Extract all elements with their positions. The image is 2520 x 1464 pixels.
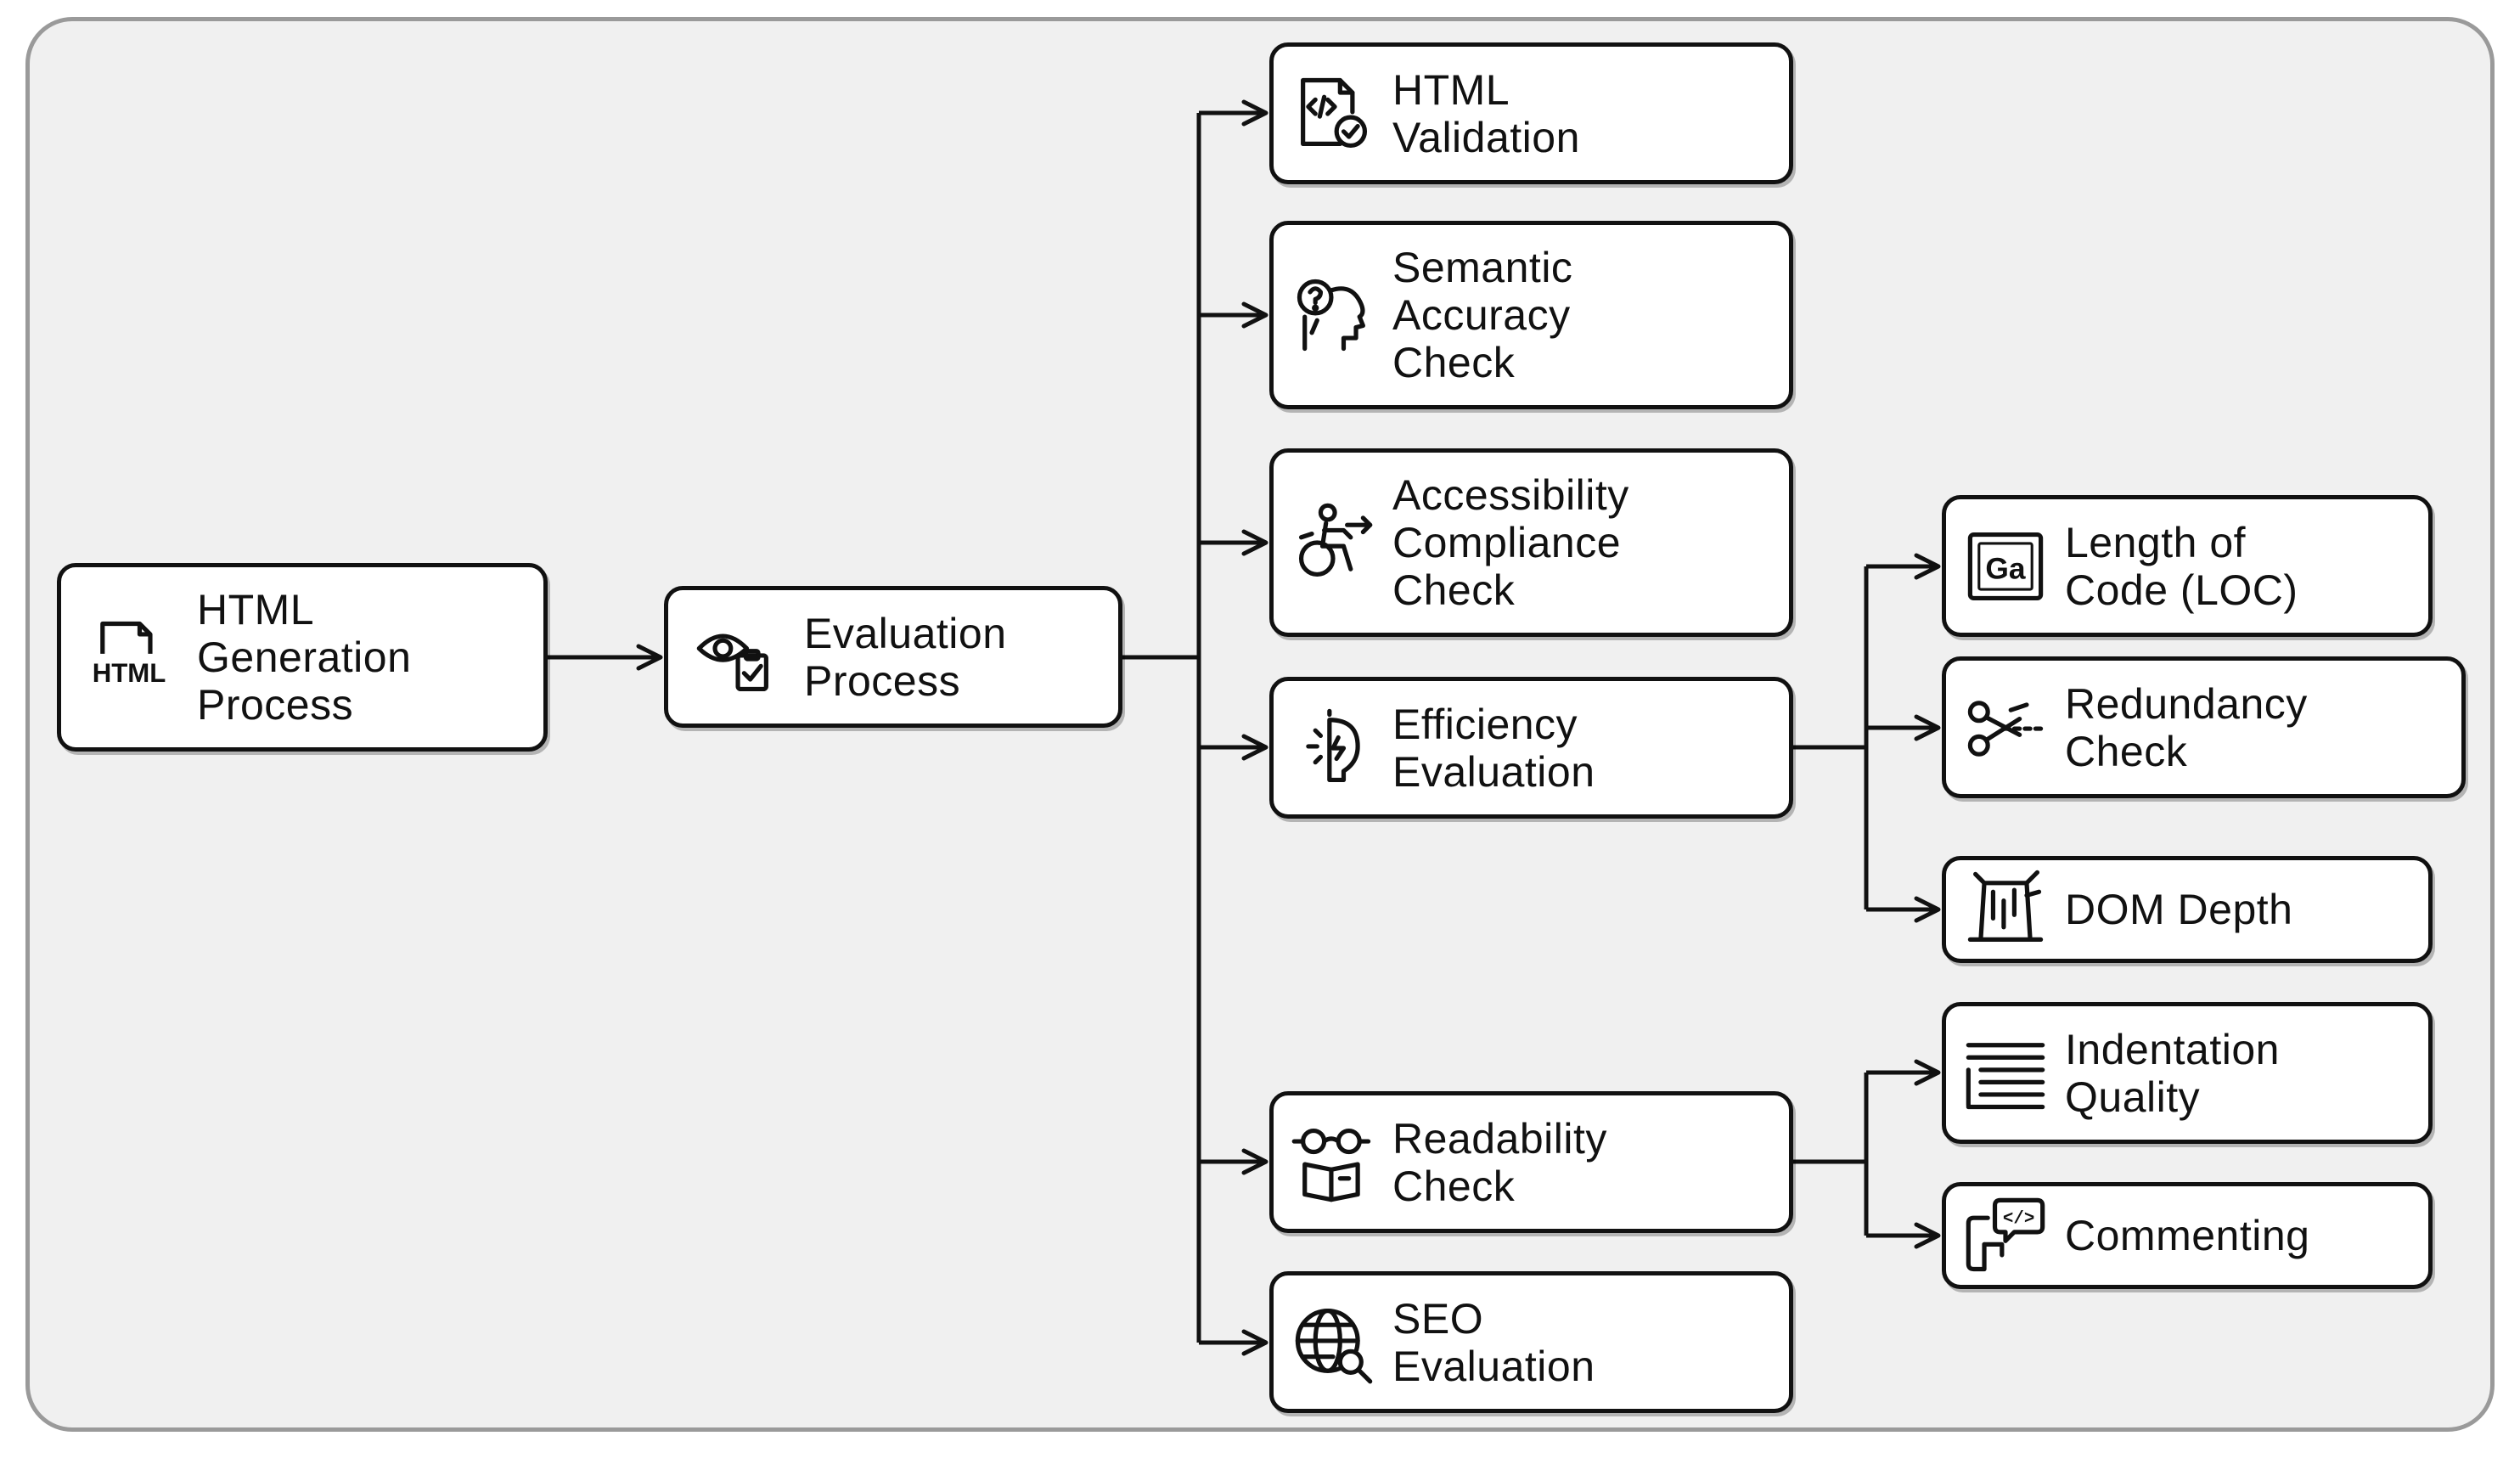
node-accessibility-compliance-check: Accessibility Compliance Check: [1269, 448, 1793, 637]
svg-text:</>: </>: [2003, 1209, 2034, 1229]
node-length-of-code: Ga Length of Code (LOC): [1942, 495, 2433, 637]
node-label: Redundancy Check: [2065, 679, 2308, 775]
indent-lines-icon: [1946, 1029, 2065, 1118]
wheelchair-icon: [1274, 498, 1392, 587]
tree-stump-icon: [1946, 865, 2065, 954]
node-label: Evaluation Process: [804, 609, 1007, 705]
node-label: Indentation Quality: [2065, 1025, 2280, 1121]
node-label: Efficiency Evaluation: [1392, 700, 1595, 796]
glasses-book-icon: [1274, 1118, 1392, 1207]
node-label: Length of Code (LOC): [2065, 518, 2298, 614]
node-html-generation-process: HTML HTML Generation Process: [57, 563, 548, 752]
node-efficiency-evaluation: Efficiency Evaluation: [1269, 677, 1793, 819]
node-label: Readability Check: [1392, 1114, 1607, 1210]
node-label: HTML Generation Process: [197, 586, 412, 729]
eye-clipboard-icon: [668, 613, 804, 701]
node-label: DOM Depth: [2065, 886, 2293, 933]
svg-text:Ga: Ga: [1985, 552, 2026, 585]
node-label: HTML Validation: [1392, 65, 1580, 161]
head-question-icon: [1274, 271, 1392, 359]
node-label: Semantic Accuracy Check: [1392, 244, 1573, 386]
node-html-validation: HTML Validation: [1269, 42, 1793, 184]
text-box-icon: Ga: [1946, 522, 2065, 611]
node-readability-check: Readability Check: [1269, 1091, 1793, 1233]
node-commenting: </> Commenting: [1942, 1182, 2433, 1289]
node-semantic-accuracy-check: Semantic Accuracy Check: [1269, 221, 1793, 409]
html-file-icon: HTML: [61, 613, 197, 701]
globe-search-icon: [1274, 1298, 1392, 1387]
node-dom-depth: DOM Depth: [1942, 856, 2433, 963]
svg-text:HTML: HTML: [93, 658, 166, 688]
node-redundancy-check: Redundancy Check: [1942, 656, 2466, 798]
node-seo-evaluation: SEO Evaluation: [1269, 1271, 1793, 1413]
comment-code-icon: </>: [1946, 1191, 2065, 1280]
node-label: Accessibility Compliance Check: [1392, 471, 1629, 614]
scissors-icon: [1946, 684, 2065, 772]
code-check-icon: [1274, 70, 1392, 158]
node-evaluation-process: Evaluation Process: [664, 586, 1122, 728]
node-label: Commenting: [2065, 1212, 2310, 1259]
node-label: SEO Evaluation: [1392, 1294, 1595, 1390]
lightbulb-icon: [1274, 704, 1392, 792]
node-indentation-quality: Indentation Quality: [1942, 1002, 2433, 1144]
